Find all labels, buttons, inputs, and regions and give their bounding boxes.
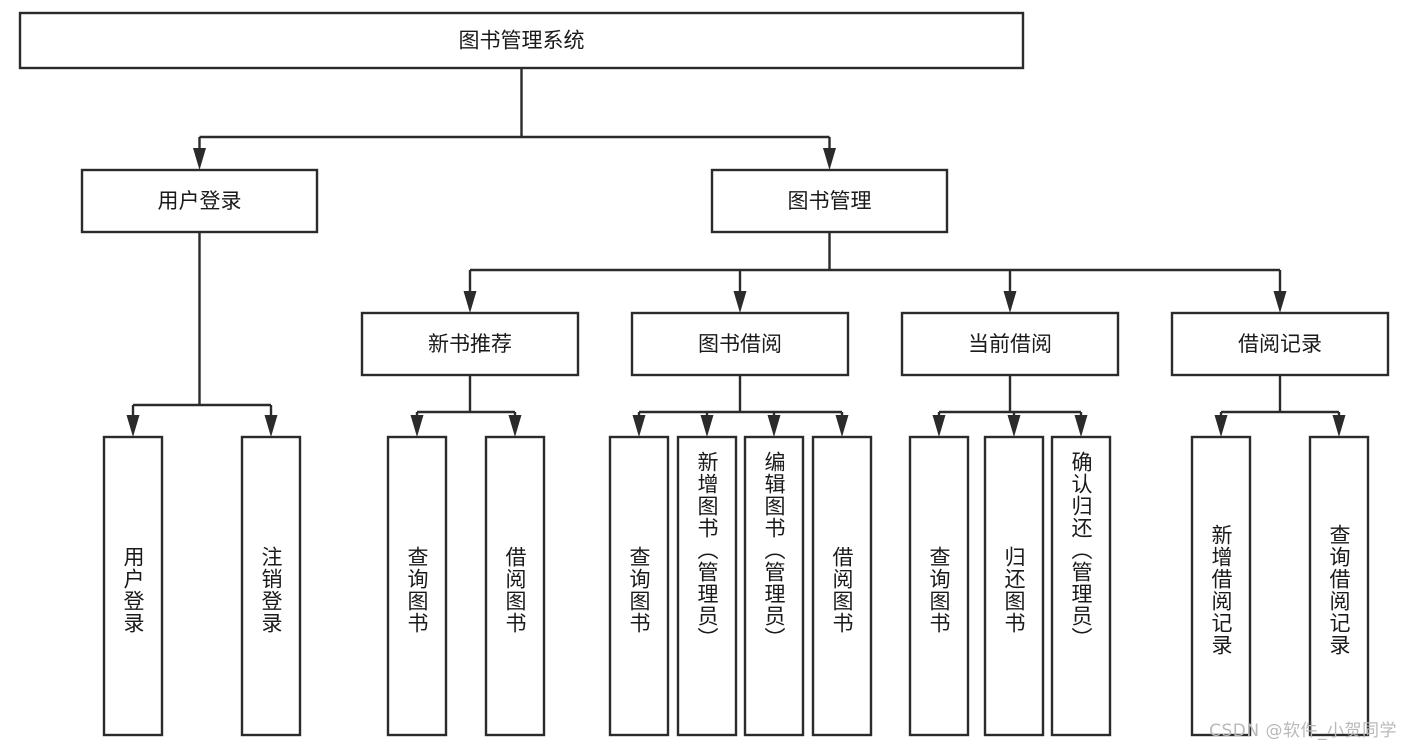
node-leaf-3-rect [484, 435, 546, 737]
node-leaf-5[interactable] [676, 435, 738, 737]
node-root-rect [18, 11, 1025, 70]
node-leaf-10[interactable] [1050, 435, 1112, 737]
watermark-label: CSDN @软件_小贺同学 [1209, 721, 1397, 741]
node-leaf-4[interactable] [608, 435, 670, 737]
node-level3-0-label: 新书推荐 [428, 332, 512, 356]
node-level3-3-label: 借阅记录 [1238, 332, 1322, 356]
node-level3-1-label: 图书借阅 [698, 332, 782, 356]
node-leaf-0[interactable] [102, 435, 164, 737]
node-level3-1-rect [630, 311, 850, 377]
book-management-child-2-arrowhead [1003, 291, 1017, 313]
node-leaf-9[interactable] [983, 435, 1045, 737]
node-level3-1[interactable]: 图书借阅 [630, 311, 850, 377]
node-leaf-2-rect [386, 435, 448, 737]
node-level3-0[interactable]: 新书推荐 [360, 311, 580, 377]
node-leaf-7[interactable] [811, 435, 873, 737]
node-level2-1[interactable]: 图书管理 [710, 168, 949, 234]
group-3-leaf-1-arrowhead [1332, 415, 1346, 437]
group-1-leaf-3-arrowhead [835, 415, 849, 437]
node-level3-0-rect [360, 311, 580, 377]
group-2-leaf-0-arrowhead [932, 415, 946, 437]
node-leaf-3[interactable] [484, 435, 546, 737]
node-level2-0-label: 用户登录 [158, 189, 242, 213]
node-level3-2[interactable]: 当前借阅 [900, 311, 1120, 377]
node-leaf-0-rect [102, 435, 164, 737]
node-leaf-9-rect [983, 435, 1045, 737]
node-level3-3-rect [1170, 311, 1390, 377]
user-login-leaf-0-arrowhead [126, 415, 140, 437]
root-to-book-management-arrowhead [823, 148, 836, 170]
node-root[interactable]: 图书管理系统 [18, 11, 1025, 70]
group-2-leaf-1-arrowhead [1007, 415, 1021, 437]
node-leaf-10-rect [1050, 435, 1112, 737]
group-1-leaf-2-arrowhead [767, 415, 781, 437]
edges-layer [126, 68, 1346, 437]
node-leaf-2[interactable] [386, 435, 448, 737]
node-level2-1-rect [710, 168, 949, 234]
group-2-leaf-2-arrowhead [1074, 415, 1088, 437]
node-leaf-8[interactable] [908, 435, 970, 737]
node-level3-3[interactable]: 借阅记录 [1170, 311, 1390, 377]
node-leaf-6-rect [743, 435, 805, 737]
node-leaf-11-rect [1190, 435, 1252, 737]
book-management-child-0-arrowhead [463, 291, 477, 313]
node-leaf-1-rect [240, 435, 302, 737]
node-level2-1-label: 图书管理 [788, 189, 872, 213]
node-leaf-11[interactable] [1190, 435, 1252, 737]
node-level3-2-label: 当前借阅 [968, 332, 1052, 356]
group-1-leaf-1-arrowhead [700, 415, 714, 437]
node-leaf-5-rect [676, 435, 738, 737]
node-leaf-4-rect [608, 435, 670, 737]
group-0-leaf-0-arrowhead [410, 415, 424, 437]
user-login-leaf-1-arrowhead [264, 415, 278, 437]
node-leaf-7-rect [811, 435, 873, 737]
book-management-child-3-arrowhead [1273, 291, 1287, 313]
book-management-child-1-arrowhead [733, 291, 747, 313]
node-leaf-8-rect [908, 435, 970, 737]
node-leaf-12[interactable] [1308, 435, 1370, 737]
node-leaf-6[interactable] [743, 435, 805, 737]
root-to-user-login-arrowhead [193, 148, 206, 170]
node-leaf-1[interactable] [240, 435, 302, 737]
group-0-leaf-1-arrowhead [508, 415, 522, 437]
group-3-leaf-0-arrowhead [1214, 415, 1228, 437]
node-level2-0[interactable]: 用户登录 [80, 168, 319, 234]
node-leaf-12-rect [1308, 435, 1370, 737]
group-1-leaf-0-arrowhead [632, 415, 646, 437]
node-root-label: 图书管理系统 [459, 29, 585, 53]
node-level3-2-rect [900, 311, 1120, 377]
node-level2-0-rect [80, 168, 319, 234]
